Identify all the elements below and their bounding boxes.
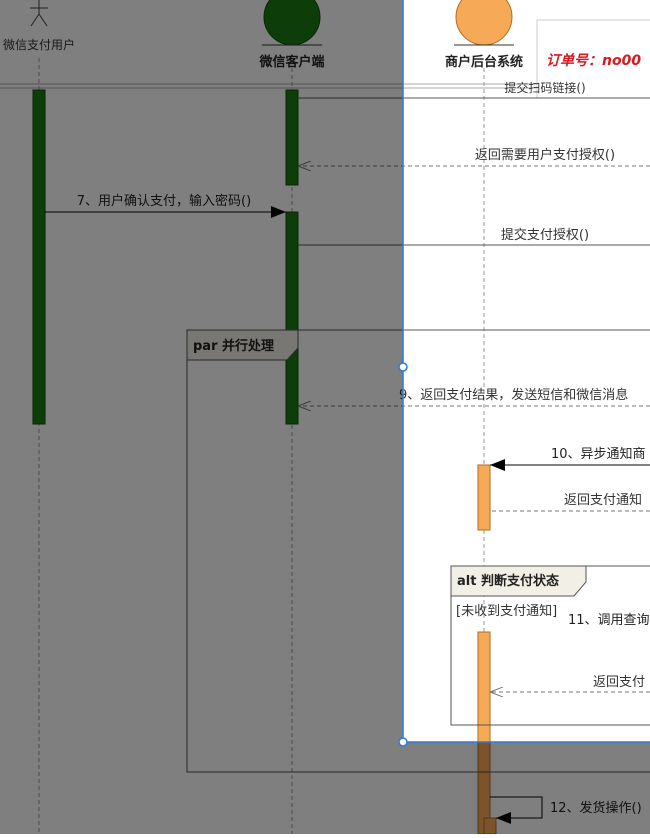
selection-handle-left[interactable] (398, 362, 408, 372)
message-submit-label: 提交支付授权() (501, 227, 589, 243)
message-return-pay-label: 返回支付 (593, 675, 645, 690)
message-10-label: 10、异步通知商 (551, 446, 646, 462)
alt-fragment-tab (450, 565, 587, 597)
message-return-notify-label: 返回支付通知 (564, 492, 642, 508)
capture-selection[interactable] (398, 0, 650, 747)
message-11-label: 11、调用查询 (568, 613, 650, 628)
participant-merchant-label: 商户后台系统 (445, 54, 523, 70)
alt-guard-label: [未收到支付通知] (456, 603, 557, 619)
message-9-label: 9、返回支付结果，发送短信和微信消息 (399, 387, 628, 403)
order-note-text: 订单号：no00 (546, 52, 641, 69)
selection-handle-bottom-left[interactable] (398, 737, 408, 747)
alt-fragment-label: alt 判断支付状态 (457, 573, 559, 589)
activation-bar-merchant[interactable] (477, 464, 491, 531)
message-top-label: 提交扫码链接() (504, 80, 585, 95)
message-auth-request-label: 返回需要用户支付授权() (475, 147, 615, 163)
entity-icon-merchant (455, 0, 513, 46)
